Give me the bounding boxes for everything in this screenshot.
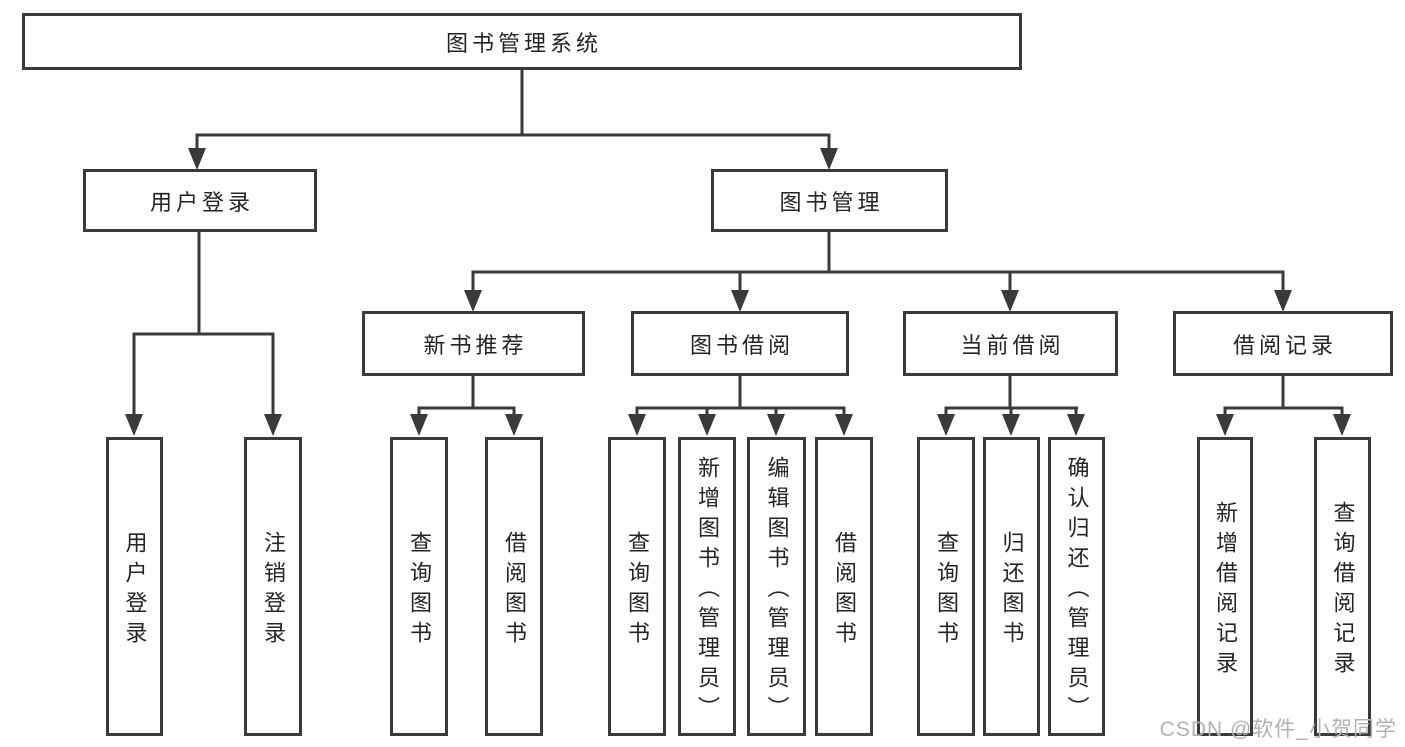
leaf-confirm-return-admin: 确认归还（管理员） [1048,437,1105,736]
leaf-return-books-label: 归还图书 [999,530,1025,651]
leaf-confirm-return-admin-label: 确认归还（管理员） [1064,455,1090,726]
leaf-return-books: 归还图书 [983,437,1040,736]
leaf-query-books-current: 查询图书 [917,437,975,736]
leaf-user-login-label: 用户登录 [122,530,148,651]
leaf-add-books-admin-label: 新增图书（管理员） [695,455,720,726]
node-book-management-label: 图书管理 [779,189,884,215]
node-library-system: 图书管理系统 [22,13,1022,70]
leaf-query-books-borrow: 查询图书 [608,437,666,736]
leaf-edit-books-admin-label: 编辑图书（管理员） [764,455,790,726]
node-new-book-recommendation: 新书推荐 [362,311,585,376]
leaf-borrow-books: 借阅图书 [815,437,873,736]
leaf-user-login: 用户登录 [106,437,163,736]
node-borrowing-records-label: 借阅记录 [1232,332,1337,358]
leaf-query-borrow-record-label: 查询借阅记录 [1330,500,1356,681]
node-new-book-recommendation-label: 新书推荐 [423,332,528,358]
leaf-edit-books-admin: 编辑图书（管理员） [747,437,806,736]
node-user-login: 用户登录 [83,169,317,232]
leaf-borrow-books-label: 借阅图书 [832,530,857,651]
leaf-borrow-books-recommend: 借阅图书 [485,437,543,736]
leaf-logout-label: 注销登录 [261,530,286,651]
node-library-system-label: 图书管理系统 [445,30,602,56]
leaf-query-books-recommend: 查询图书 [390,437,448,736]
node-book-management: 图书管理 [711,169,948,232]
node-book-borrowing: 图书借阅 [631,311,849,376]
node-borrowing-records: 借阅记录 [1173,311,1393,376]
node-book-borrowing-label: 图书借阅 [689,332,794,358]
leaf-add-books-admin: 新增图书（管理员） [678,437,736,736]
node-current-borrowing-label: 当前借阅 [960,332,1065,358]
leaf-add-borrow-record: 新增借阅记录 [1197,437,1253,736]
leaf-add-borrow-record-label: 新增借阅记录 [1213,500,1238,681]
node-current-borrowing: 当前借阅 [903,311,1118,376]
leaf-query-books-borrow-label: 查询图书 [625,530,650,651]
leaf-borrow-books-recommend-label: 借阅图书 [502,530,527,651]
leaf-query-books-recommend-label: 查询图书 [407,530,432,651]
leaf-logout: 注销登录 [244,437,302,736]
leaf-query-borrow-record: 查询借阅记录 [1314,437,1371,736]
leaf-query-books-current-label: 查询图书 [934,530,959,651]
watermark: CSDN @软件_小贺同学 [1159,718,1397,741]
node-user-login-label: 用户登录 [149,189,254,215]
